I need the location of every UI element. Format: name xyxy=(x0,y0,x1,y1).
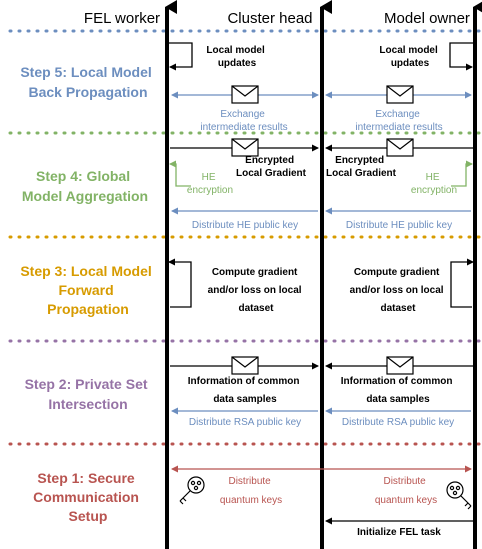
step2-title: Step 2: Private Set Intersection xyxy=(25,376,152,412)
initialize-task-label: Initialize FEL task xyxy=(357,527,441,538)
envelope-icon xyxy=(386,356,414,375)
he-encryption-label-fel: HE encryption xyxy=(187,172,233,196)
compute-self-loop-fel xyxy=(168,258,192,308)
step-separators xyxy=(8,29,482,446)
common-samples-label-owner: Information of common data samples xyxy=(341,376,455,405)
compute-label-fel: Compute gradient and/or loss on local da… xyxy=(208,267,305,314)
common-samples-label-fel: Information of common data samples xyxy=(188,376,302,405)
envelope-icon xyxy=(386,138,414,157)
compute-label-owner: Compute gradient and/or loss on local da… xyxy=(350,267,447,314)
local-update-self-loop-fel xyxy=(169,42,193,71)
key-icon xyxy=(446,481,472,510)
he-encryption-label-owner: HE encryption xyxy=(411,172,457,196)
header-cluster-head: Cluster head xyxy=(227,10,312,27)
he-key-label-fel: Distribute HE public key xyxy=(192,220,298,231)
compute-self-loop-owner xyxy=(450,258,474,308)
rsa-key-label-owner: Distribute RSA public key xyxy=(342,417,454,428)
local-model-updates-label-owner: Local model updates xyxy=(379,45,440,69)
step5-title: Step 5: Local Model Back Propagation xyxy=(20,64,155,100)
encrypted-gradient-label-fel: Encrypted Local Gradient xyxy=(236,155,307,179)
step4-title: Step 4: Global Model Aggregation xyxy=(22,168,148,204)
exchange-label-owner: Exchange intermediate results xyxy=(355,109,442,133)
he-encryption-self-loop-owner xyxy=(451,160,473,187)
exchange-label-fel: Exchange intermediate results xyxy=(200,109,287,133)
quantum-keys-label-owner: Distribute quantum keys xyxy=(375,476,437,506)
envelope-icon xyxy=(386,85,414,104)
he-key-label-owner: Distribute HE public key xyxy=(346,220,452,231)
step1-title: Step 1: Secure Communication Setup xyxy=(33,470,143,524)
header-model-owner: Model owner xyxy=(384,10,470,27)
local-update-self-loop-owner xyxy=(449,42,473,71)
step3-title: Step 3: Local Model Forward Propagation xyxy=(20,263,155,317)
he-encryption-self-loop-fel xyxy=(169,160,191,187)
envelope-icon xyxy=(231,138,259,157)
key-icon xyxy=(179,476,205,505)
envelope-icon xyxy=(231,356,259,375)
header-fel-worker: FEL worker xyxy=(84,10,160,27)
encrypted-gradient-label-owner: Encrypted Local Gradient xyxy=(326,155,397,179)
quantum-keys-label-fel: Distribute quantum keys xyxy=(220,476,282,506)
local-model-updates-label-fel: Local model updates xyxy=(206,45,267,69)
rsa-key-label-fel: Distribute RSA public key xyxy=(189,417,301,428)
envelope-icon xyxy=(231,85,259,104)
